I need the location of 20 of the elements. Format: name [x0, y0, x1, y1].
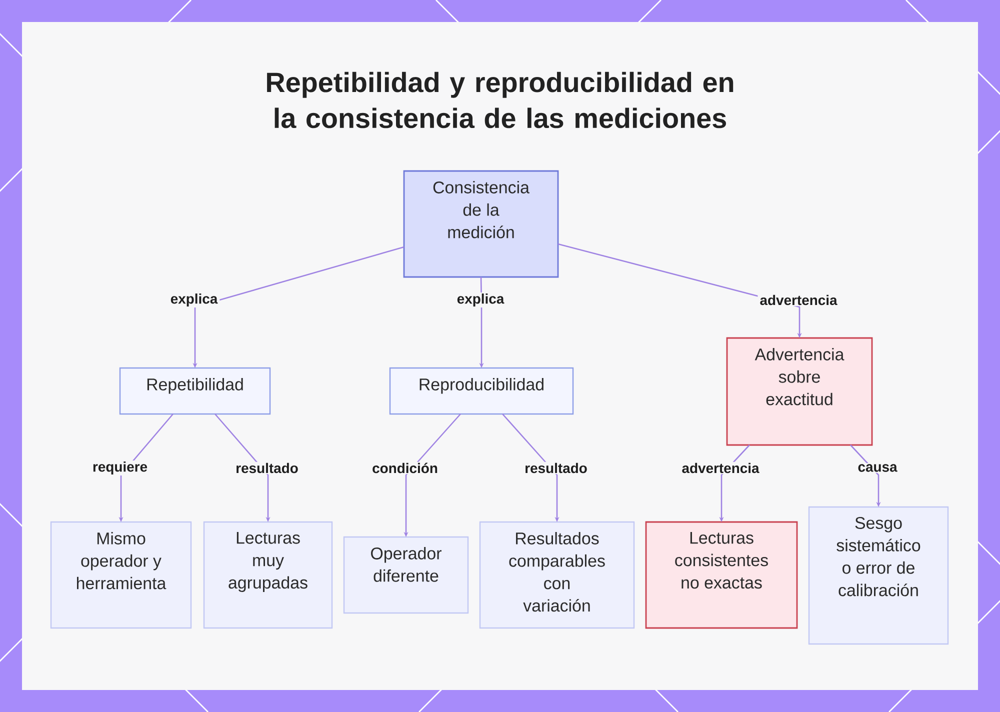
edge-label: condición	[370, 462, 440, 474]
concept-box: Operador diferente	[343, 536, 469, 614]
concept-box: Lecturas muy agrupadas	[203, 521, 333, 629]
edge-label: advertencia	[680, 462, 762, 474]
edge-label: explica	[168, 292, 220, 308]
concept-box: Reproducibilidad	[389, 367, 574, 415]
warning-box: Advertencia sobre exactitud	[726, 337, 873, 446]
concept-box: Mismo operador y herramienta	[50, 521, 192, 629]
title: Repetibilidad y reproducibilidad en la consistencia de las mediciones	[267, 72, 734, 128]
edge-label: advertencia	[758, 294, 840, 306]
edge-label: explica	[454, 292, 506, 308]
concept-box: Consistencia de la medición	[403, 170, 559, 278]
edge-label: resultado	[234, 462, 300, 474]
concept-box: Resultados comparables con variación	[479, 521, 635, 629]
edge-label: resultado	[522, 462, 590, 474]
warning-box: Lecturas consistentes no exactas	[645, 521, 798, 629]
concept-box: Repetibilidad	[119, 367, 271, 415]
edge-label: causa	[856, 463, 900, 473]
concept-box: Sesgo sistemático o error de calibración	[808, 506, 949, 645]
edge-label: requiere	[90, 460, 150, 476]
